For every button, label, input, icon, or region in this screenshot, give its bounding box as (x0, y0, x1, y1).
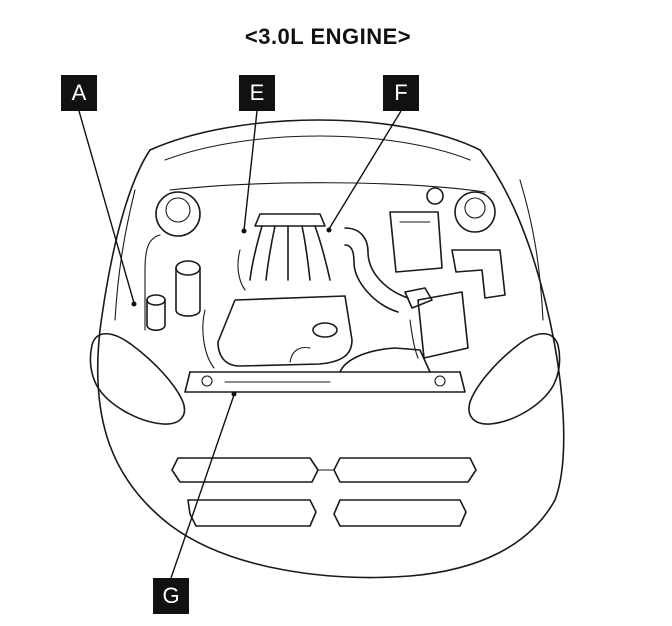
right-engine-assembly (339, 347, 431, 373)
left-strut-cap (155, 191, 201, 237)
car-body-outline (96, 119, 565, 579)
right-headlight (468, 332, 561, 425)
callout-f: F (383, 75, 419, 111)
engine-cover (202, 295, 353, 369)
diagram-title: <3.0L ENGINE> (244, 24, 412, 49)
relay-block (451, 249, 506, 299)
right-strut-cap (426, 187, 496, 233)
washer-reservoir (146, 260, 201, 332)
left-headlight (89, 332, 186, 425)
callout-a: A (61, 75, 97, 111)
intake-manifold (237, 213, 331, 291)
front-grille (171, 457, 477, 527)
left-hose (144, 234, 161, 331)
air-intake-hose (344, 227, 433, 313)
callout-e: E (239, 75, 275, 111)
battery-box (389, 211, 443, 273)
air-cleaner-box (409, 291, 469, 359)
callout-g: G (153, 578, 189, 614)
radiator-support (184, 371, 466, 393)
leader-lines (78, 110, 402, 579)
